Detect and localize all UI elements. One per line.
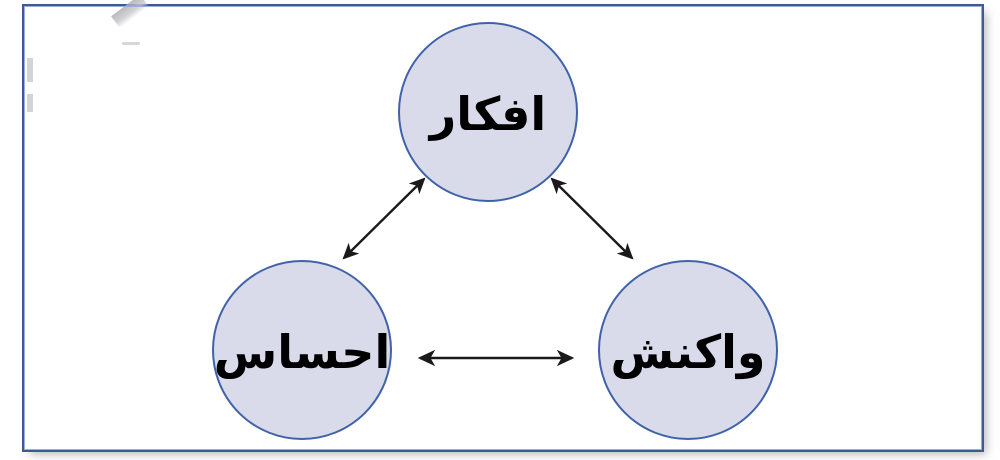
node-thoughts-label: افکار: [429, 87, 547, 141]
node-feeling-label: احساس: [213, 325, 391, 379]
connector-thoughts-reaction: [550, 177, 634, 260]
node-reaction[interactable]: واکنش: [598, 260, 778, 440]
connector-thoughts-feeling: [342, 177, 426, 260]
node-feeling[interactable]: احساس: [212, 260, 392, 440]
node-reaction-label: واکنش: [610, 325, 766, 379]
node-thoughts[interactable]: افکار: [398, 22, 578, 202]
